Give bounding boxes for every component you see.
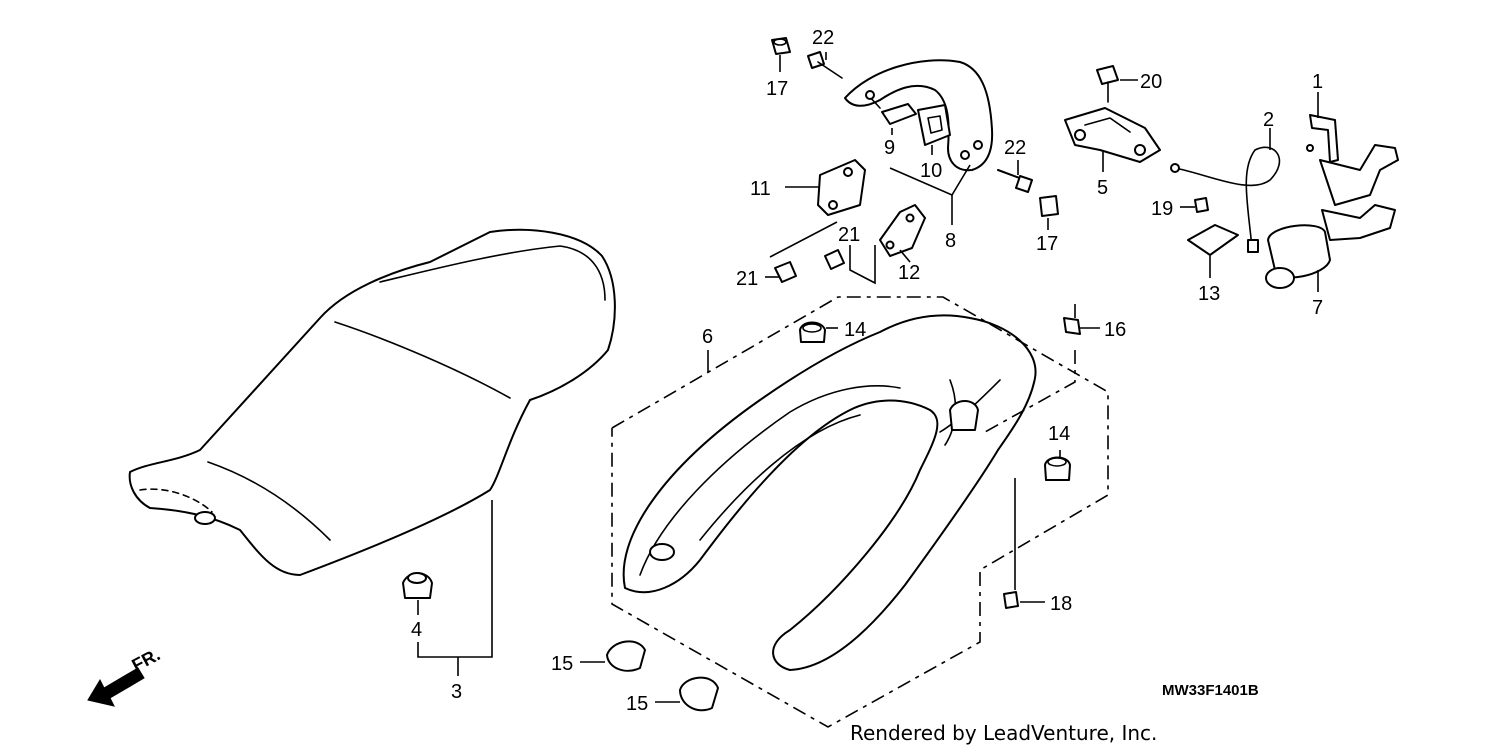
callout-21a: 21 <box>736 268 758 290</box>
seat-lock-part-5[interactable] <box>1064 107 1161 163</box>
callout-8: 8 <box>945 230 956 252</box>
assembly-boundary <box>611 296 1109 728</box>
callout-2: 2 <box>1263 109 1274 131</box>
cable-clip-part-1[interactable] <box>1306 114 1339 163</box>
callout-1: 1 <box>1312 71 1323 93</box>
callout-10: 10 <box>920 160 942 182</box>
clip-group-boundary <box>984 350 1076 433</box>
callout-17b: 17 <box>1036 233 1058 255</box>
callout-20: 20 <box>1140 71 1162 93</box>
callout-7: 7 <box>1312 297 1323 319</box>
seat-lock-cable-part-2[interactable] <box>1170 146 1281 253</box>
callout-15a: 15 <box>551 653 573 675</box>
rubber-part-15-lower[interactable] <box>679 676 719 712</box>
callout-19: 19 <box>1151 198 1173 220</box>
bolt-part-22-upper[interactable] <box>807 51 843 79</box>
credit-text: Rendered by LeadVenture, Inc. <box>850 721 1157 745</box>
rear-cowl-part[interactable] <box>622 314 1037 671</box>
arrow-left-down-icon <box>87 667 145 707</box>
callout-14a: 14 <box>844 319 866 341</box>
callout-17a: 17 <box>766 78 788 100</box>
bolt-part-22-lower[interactable] <box>997 169 1033 193</box>
rail-cushion-part-9[interactable] <box>881 103 917 125</box>
grommet-part-14-lower[interactable] <box>1044 456 1071 481</box>
leader-lines <box>417 52 1319 703</box>
holder-part-13[interactable] <box>1187 224 1239 256</box>
rail-cushion-part-10[interactable] <box>917 104 951 146</box>
screw-part-19[interactable] <box>1194 197 1209 213</box>
callout-14b: 14 <box>1048 423 1070 445</box>
nut-part-17-lower[interactable] <box>1039 195 1059 217</box>
grommet-part-14-upper[interactable] <box>799 321 826 343</box>
callout-13: 13 <box>1198 283 1220 305</box>
callout-3: 3 <box>451 681 462 703</box>
callout-6: 6 <box>702 326 713 348</box>
callout-22b: 22 <box>1004 137 1026 159</box>
callout-9: 9 <box>884 137 895 159</box>
screw-part-18[interactable] <box>1003 591 1019 609</box>
callout-12: 12 <box>898 262 920 284</box>
cushion-rubber-part[interactable] <box>402 572 433 599</box>
callout-15b: 15 <box>626 693 648 715</box>
bracket-part-11[interactable] <box>817 159 866 216</box>
callout-22a: 22 <box>812 27 834 49</box>
callout-5: 5 <box>1097 177 1108 199</box>
callout-16: 16 <box>1104 319 1126 341</box>
front-direction-indicator: FR. <box>87 644 163 707</box>
bolt-part-21-right[interactable] <box>824 249 845 270</box>
callout-18: 18 <box>1050 593 1072 615</box>
diagram-code: MW33F1401B <box>1162 682 1259 699</box>
grab-rail-part[interactable] <box>844 59 994 172</box>
bracket-part-12[interactable] <box>879 204 926 257</box>
clip-part-16[interactable] <box>1063 317 1081 335</box>
callout-labels: 1 2 3 4 5 6 7 8 9 10 11 12 13 14 14 15 1… <box>411 27 1323 715</box>
seat-part[interactable] <box>128 228 616 576</box>
callout-21b: 21 <box>838 224 860 246</box>
nut-part-17-upper[interactable] <box>771 37 791 55</box>
bolt-part-20[interactable] <box>1096 65 1119 103</box>
seat-lock-cylinder-part-7[interactable] <box>1265 144 1399 289</box>
rubber-part-15-upper[interactable] <box>606 640 646 672</box>
callout-4: 4 <box>411 619 422 641</box>
bolt-part-21-left[interactable] <box>774 261 797 283</box>
callout-11: 11 <box>750 178 771 200</box>
